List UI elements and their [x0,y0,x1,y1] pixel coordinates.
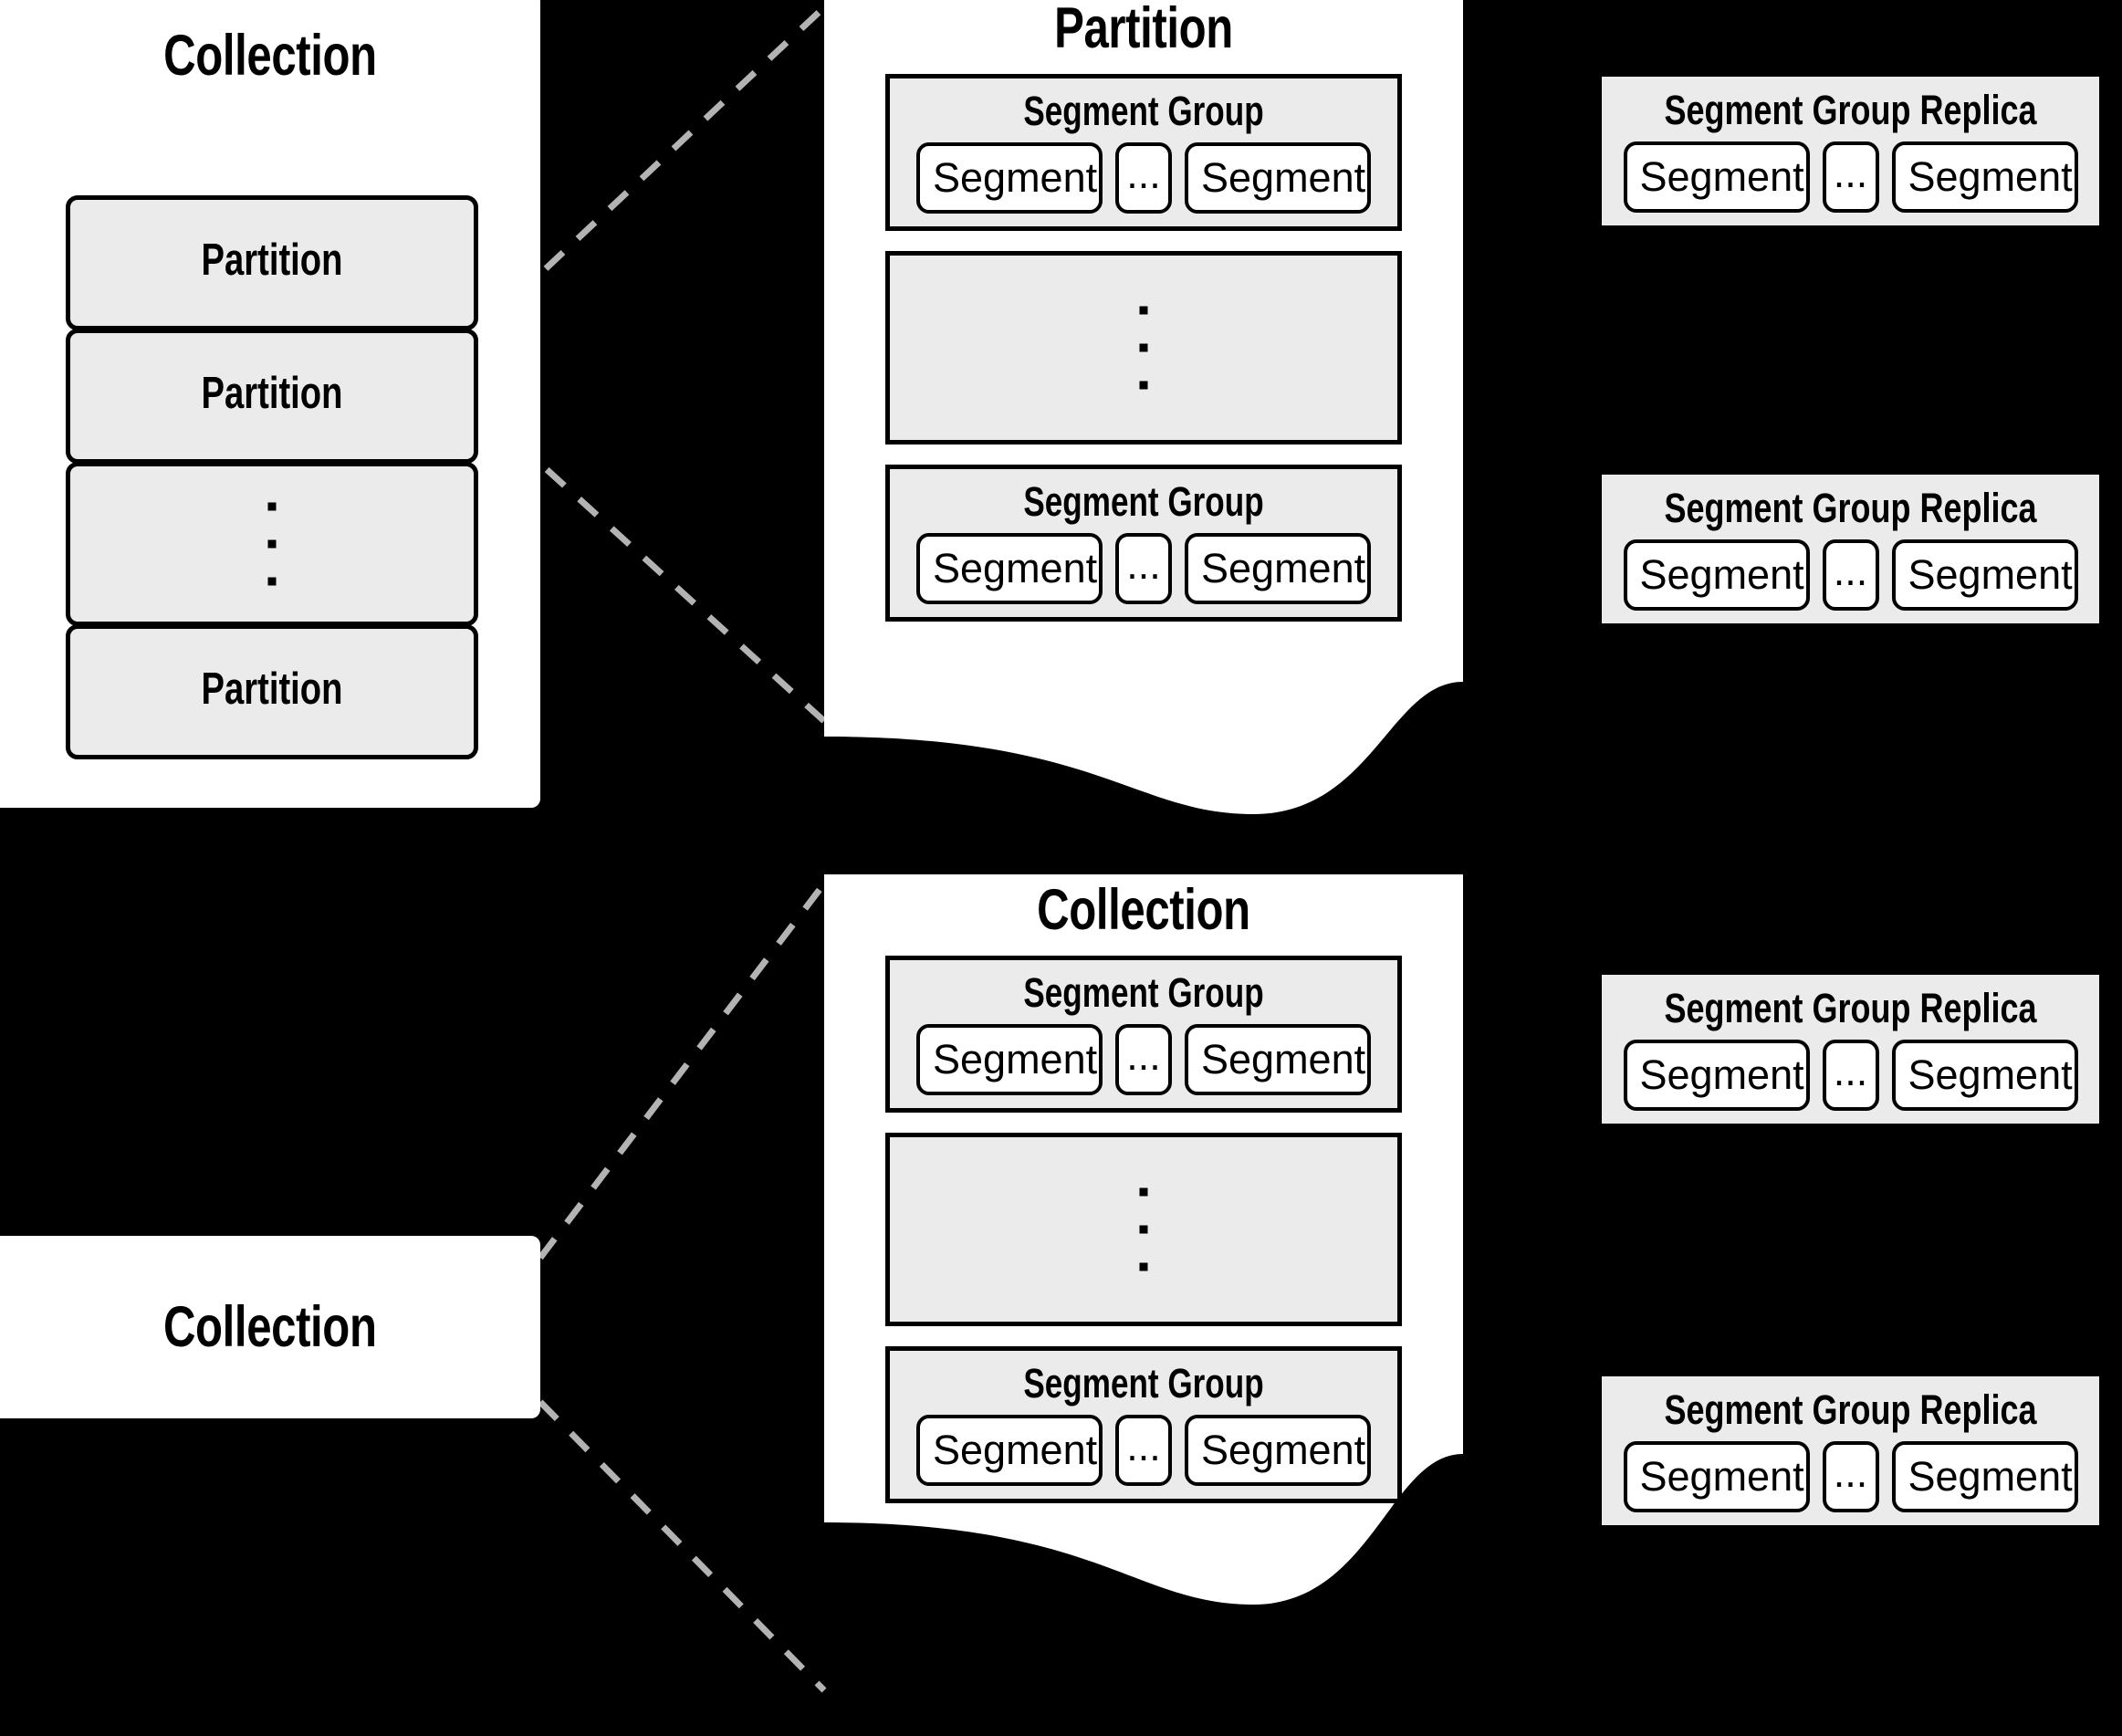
collection-partitions-title: Collection [163,24,377,88]
segment-ellipsis: ... [1115,142,1172,214]
segment-group-replica-2[interactable]: Segment Group Replica Segment ... Segmen… [1602,475,2099,623]
segment-chip[interactable]: Segment [916,1024,1103,1095]
collection-segment-group-2-title: Segment Group [1023,1360,1264,1407]
segment-chip[interactable]: Segment [1623,1040,1810,1111]
collection-segment-group-1-title: Segment Group [1023,969,1264,1016]
replica-segment-row-2: Segment ... Segment [1602,528,2099,623]
segment-chip[interactable]: Segment [1623,1441,1810,1512]
connector-collection-bottom [538,1399,827,1693]
vertical-ellipsis-icon [267,488,277,601]
segment-group-replica-4[interactable]: Segment Group Replica Segment ... Segmen… [1602,1376,2099,1525]
replica-segment-row-1: Segment ... Segment [1602,131,2099,225]
partition-segment-row-1: Segment ... Segment [890,131,1397,226]
segment-chip[interactable]: Segment [1185,1024,1371,1095]
partition-item-2[interactable]: Partition [66,329,478,464]
segment-group-replica-4-title: Segment Group Replica [1664,1386,2037,1433]
segment-chip[interactable]: Segment [1891,539,2078,611]
vertical-ellipsis-icon [1139,292,1148,404]
segment-chip[interactable]: Segment [1891,1441,2078,1512]
partition-item-1[interactable]: Partition [66,195,478,330]
partition-item-4-label: Partition [201,664,343,714]
segment-chip[interactable]: Segment [916,1415,1103,1486]
segment-chip[interactable]: Segment [1185,1415,1371,1486]
segment-ellipsis: ... [1822,1441,1879,1512]
collection-detail-panel: Collection Segment Group Segment ... Seg… [824,874,1463,1736]
collection-segment-row-2: Segment ... Segment [890,1404,1397,1499]
segment-chip[interactable]: Segment [1891,141,2078,213]
partition-segment-group-1-title: Segment Group [1023,88,1264,134]
collection-plain-panel[interactable]: Collection [0,1236,540,1418]
segment-chip[interactable]: Segment [916,533,1103,604]
partition-item-2-label: Partition [201,369,343,418]
collection-detail-title: Collection [1037,878,1250,942]
partition-detail-title: Partition [1054,0,1233,60]
partition-item-4[interactable]: Partition [66,624,478,759]
collection-partitions-panel: Collection Partition Partition Partition [0,0,540,808]
replica-segment-row-4: Segment ... Segment [1602,1430,2099,1525]
segment-ellipsis: ... [1822,1040,1879,1111]
segment-group-replica-3[interactable]: Segment Group Replica Segment ... Segmen… [1602,975,2099,1124]
collection-segment-row-1: Segment ... Segment [890,1013,1397,1108]
segment-ellipsis: ... [1115,1415,1172,1486]
partition-segment-group-ellipsis [885,251,1402,444]
segment-ellipsis: ... [1822,141,1879,213]
partition-detail-content: Partition Segment Group Segment ... Segm… [824,0,1463,622]
partition-stack: Partition Partition Partition [66,195,478,759]
collection-plain-title: Collection [163,1294,377,1359]
partition-segment-group-2[interactable]: Segment Group Segment ... Segment [885,465,1402,622]
partition-item-1-label: Partition [201,235,343,285]
segment-chip[interactable]: Segment [1891,1040,2078,1111]
collection-segment-group-1[interactable]: Segment Group Segment ... Segment [885,956,1402,1113]
segment-ellipsis: ... [1822,539,1879,611]
collection-segment-group-ellipsis [885,1133,1402,1326]
partition-segment-group-1[interactable]: Segment Group Segment ... Segment [885,74,1402,231]
partition-segment-group-2-title: Segment Group [1023,478,1264,525]
partition-segment-row-2: Segment ... Segment [890,522,1397,617]
replica-segment-row-3: Segment ... Segment [1602,1029,2099,1124]
partition-ellipsis [66,462,478,626]
vertical-ellipsis-icon [1139,1174,1148,1286]
collection-segment-group-2[interactable]: Segment Group Segment ... Segment [885,1346,1402,1503]
segment-chip[interactable]: Segment [916,142,1103,214]
partition-detail-panel: Partition Segment Group Segment ... Segm… [824,0,1463,814]
connector-collection-top [538,881,827,1260]
segment-chip[interactable]: Segment [1185,142,1371,214]
segment-chip[interactable]: Segment [1185,533,1371,604]
segment-group-replica-2-title: Segment Group Replica [1664,485,2037,531]
segment-group-replica-1[interactable]: Segment Group Replica Segment ... Segmen… [1602,77,2099,225]
segment-chip[interactable]: Segment [1623,141,1810,213]
segment-chip[interactable]: Segment [1623,539,1810,611]
segment-group-replica-3-title: Segment Group Replica [1664,985,2037,1031]
segment-ellipsis: ... [1115,533,1172,604]
segment-ellipsis: ... [1115,1024,1172,1095]
collection-detail-content: Collection Segment Group Segment ... Seg… [824,874,1463,1503]
segment-group-replica-1-title: Segment Group Replica [1664,87,2037,133]
